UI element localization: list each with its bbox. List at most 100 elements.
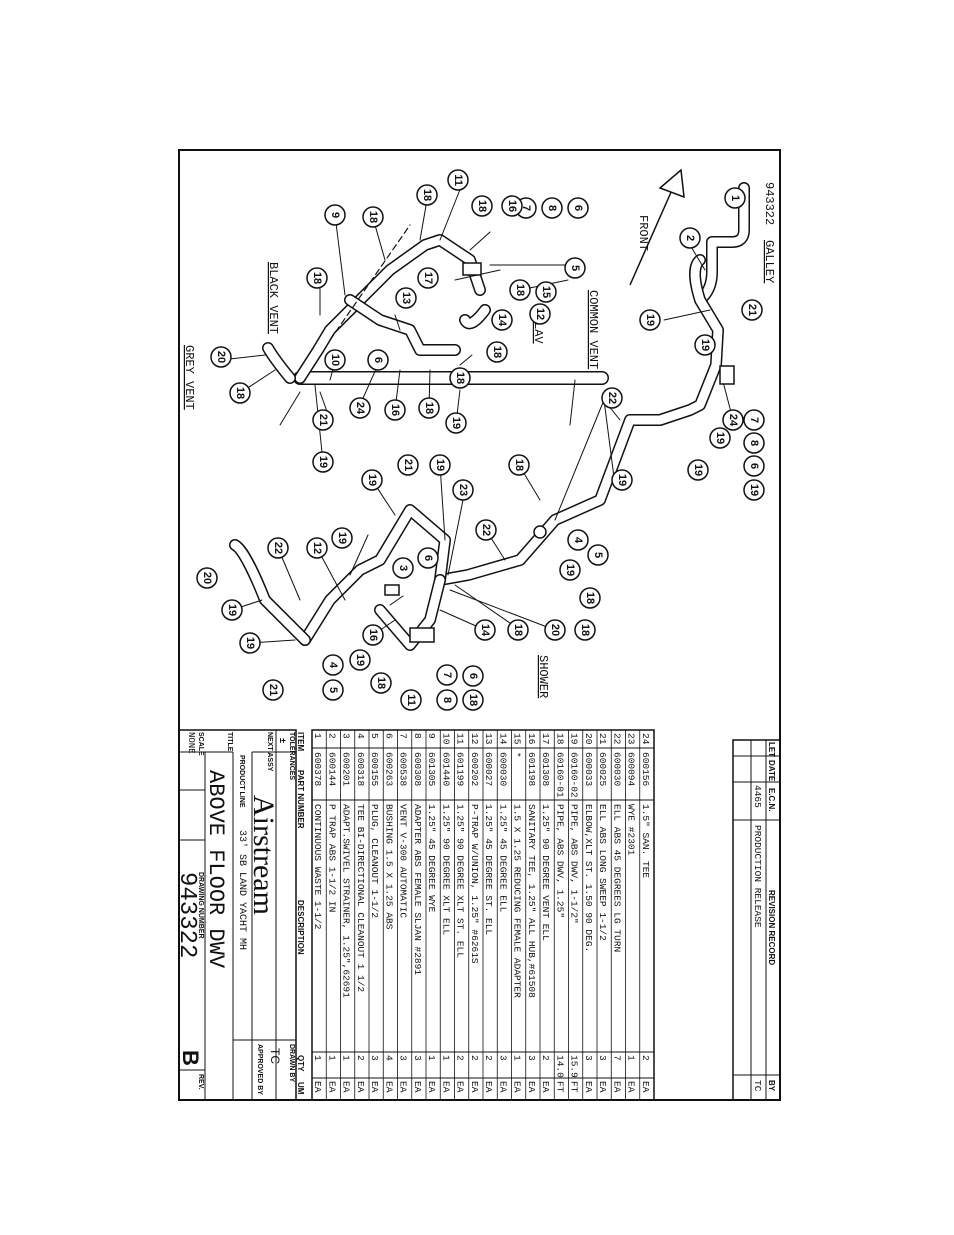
fitting-cleanout	[533, 525, 547, 539]
item-balloon: 19	[361, 469, 383, 491]
item-balloon: 19	[221, 599, 243, 621]
bom-um: EA	[355, 1081, 366, 1093]
item-balloon: 22	[267, 537, 289, 559]
fitting-shower-vent	[409, 627, 435, 643]
bom-item: 16	[526, 733, 537, 745]
bom-hdr-um: UM	[296, 1082, 305, 1095]
item-balloon: 17	[417, 267, 439, 289]
label-front: FRONT	[636, 215, 650, 251]
item-balloon: 18	[416, 184, 438, 206]
bom-desc: PLUG, CLEANOUT 1-1/2	[369, 804, 380, 918]
bom-item: 1	[312, 733, 323, 739]
bom-um: EA	[640, 1081, 651, 1093]
drawing-title: ABOVE FLOOR DWV	[203, 770, 228, 969]
bom-um: EA	[426, 1081, 437, 1093]
item-balloon: 6	[462, 665, 484, 687]
item-balloon: 19	[694, 334, 716, 356]
item-balloon: 18	[508, 454, 530, 476]
bom-item: 20	[583, 733, 594, 745]
bom-desc: ELL ABS 45 DEGREES LG TURN	[611, 804, 622, 952]
balloon-number: 15	[540, 286, 552, 298]
item-balloon: 10	[324, 349, 346, 371]
rev-by: TC	[752, 1080, 763, 1092]
bom-item: 3	[341, 733, 352, 739]
balloon-number: 5	[592, 552, 604, 558]
bom-item: 10	[440, 733, 451, 745]
bom-part: 600094	[626, 752, 637, 787]
balloon-number: 8	[748, 440, 760, 446]
bom-hdr-item: ITEM	[296, 732, 305, 751]
scale-label: SCALE	[197, 732, 204, 756]
bom-qty: 3	[597, 1055, 608, 1061]
balloon-number: 7	[748, 417, 760, 423]
balloon-number: 19	[336, 532, 348, 544]
balloon-number: 6	[572, 205, 584, 211]
bom-item: 23	[626, 733, 637, 745]
item-balloon: 5	[322, 679, 344, 701]
bom-part: 60160-01	[554, 752, 565, 798]
bom-desc: ELBOW,XLT ST. 1.50 90 DEG.	[583, 804, 594, 952]
item-balloon: 18	[574, 619, 596, 641]
rev-label: REV.	[197, 1074, 204, 1090]
bom-desc: 1.25" 45 DEGREE ELL	[497, 804, 508, 913]
bom-desc: SANITARY TEE, 1.25" ALL HUB,#61508	[526, 804, 537, 998]
company-name: Airstream	[247, 795, 280, 915]
tolerances-label: TOLERANCES	[288, 732, 295, 780]
bom-item: 19	[569, 733, 580, 745]
bom-um: EA	[540, 1081, 551, 1093]
bom-desc: ELL ABS LONG SWEEP 1-1/2	[597, 804, 608, 941]
bom-qty: 2	[355, 1055, 366, 1061]
approved-by-label: APPROVED BY	[256, 1044, 263, 1095]
item-balloon: 4	[567, 529, 589, 551]
bom-desc: ADAPTER ABS FEMALE SLJAN #2891	[412, 804, 423, 975]
bom-qty: 3	[369, 1055, 380, 1061]
bom-part: 600202	[469, 752, 480, 787]
bom-qty: 3	[526, 1055, 537, 1061]
item-balloon: 11	[400, 689, 422, 711]
balloon-number: 20	[549, 624, 561, 636]
item-balloon: 18	[486, 341, 508, 363]
bom-part: 601198	[526, 752, 537, 787]
item-balloon: 13	[395, 287, 417, 309]
balloon-number: 19	[616, 474, 628, 486]
bom-item: 7	[398, 733, 409, 739]
item-balloon: 22	[601, 387, 623, 409]
item-balloon: 19	[611, 469, 633, 491]
bom-um: EA	[398, 1081, 409, 1093]
balloon-number: 8	[441, 697, 453, 703]
balloon-number: 18	[423, 402, 435, 414]
item-balloon: 3	[392, 557, 414, 579]
item-balloon: 20	[210, 346, 232, 368]
balloon-number: 19	[748, 484, 760, 496]
balloon-number: 22	[606, 392, 618, 404]
tolerances-value: ±	[278, 738, 288, 743]
label-black-vent: BLACK VENT	[266, 262, 280, 334]
item-balloon: 6	[567, 197, 589, 219]
item-balloon: 9	[324, 204, 346, 226]
bom-qty: 3	[583, 1055, 594, 1061]
bom-part: 600030	[611, 752, 622, 787]
bom-qty: 4	[383, 1055, 394, 1061]
balloon-number: 9	[329, 212, 341, 218]
bom-part: 600033	[583, 752, 594, 787]
balloon-number: 12	[311, 542, 323, 554]
bom-um: EA	[341, 1081, 352, 1093]
bom-um: EA	[455, 1081, 466, 1093]
item-balloon: 18	[462, 689, 484, 711]
bom-hdr-qty: QTY	[296, 1055, 305, 1072]
bom-qty: 1	[326, 1055, 337, 1061]
balloon-number: 4	[327, 662, 339, 669]
bom-item: 11	[455, 733, 466, 745]
item-balloon: 19	[331, 527, 353, 549]
item-balloon: 19	[349, 649, 371, 671]
balloon-number: 19	[354, 654, 366, 666]
bom-part: 601199	[455, 752, 466, 787]
